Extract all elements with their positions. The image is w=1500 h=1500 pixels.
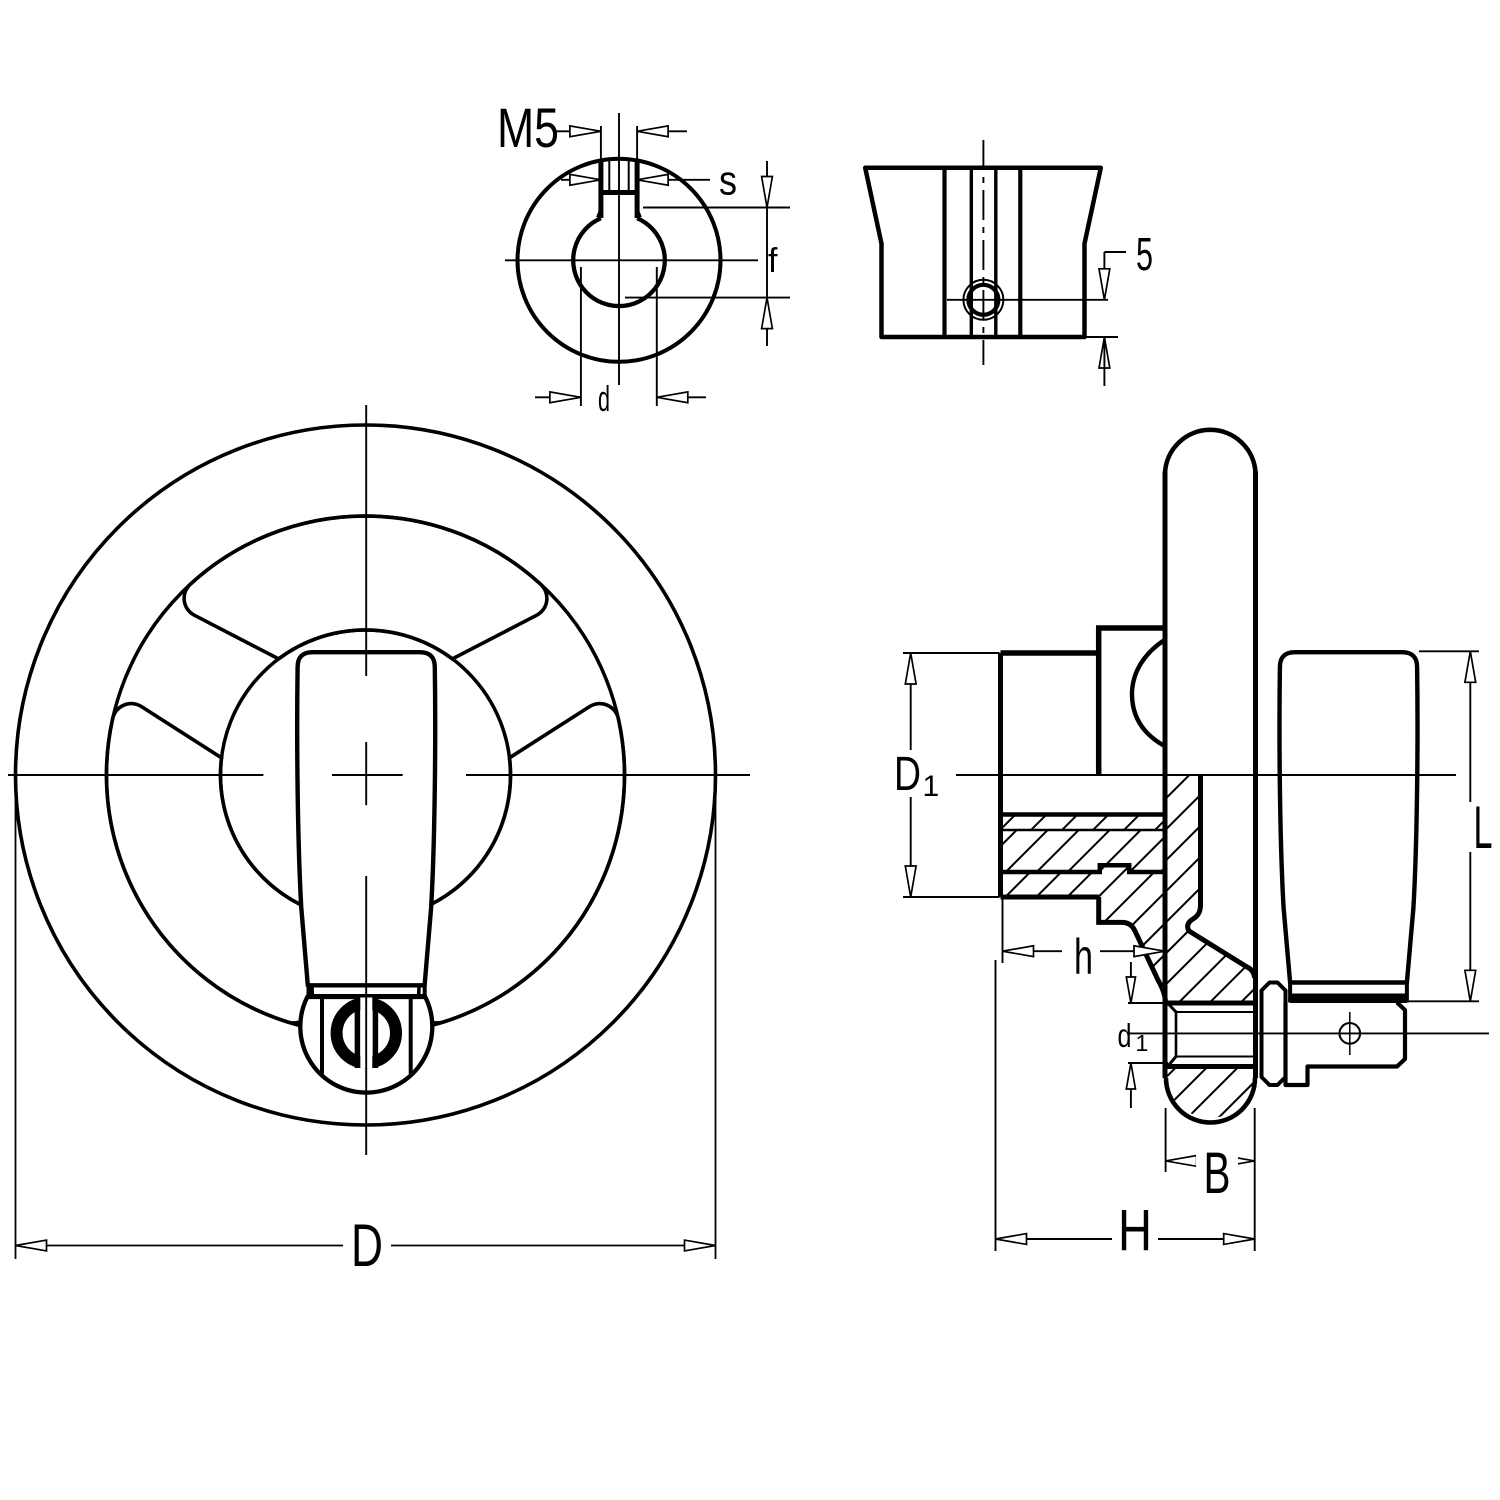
svg-text:D: D bbox=[894, 748, 921, 801]
svg-text:d: d bbox=[1118, 1017, 1132, 1054]
svg-text:f: f bbox=[768, 242, 778, 280]
svg-text:1: 1 bbox=[923, 770, 940, 803]
svg-text:B: B bbox=[1204, 1141, 1231, 1206]
svg-text:L: L bbox=[1474, 794, 1493, 861]
svg-text:M5: M5 bbox=[497, 96, 559, 159]
svg-text:5: 5 bbox=[1136, 228, 1153, 280]
svg-text:h: h bbox=[1074, 929, 1093, 985]
svg-text:H: H bbox=[1118, 1198, 1152, 1263]
svg-text:1: 1 bbox=[1136, 1030, 1149, 1056]
svg-text:s: s bbox=[719, 157, 737, 204]
svg-text:D: D bbox=[351, 1212, 383, 1279]
svg-text:d: d bbox=[598, 378, 610, 419]
